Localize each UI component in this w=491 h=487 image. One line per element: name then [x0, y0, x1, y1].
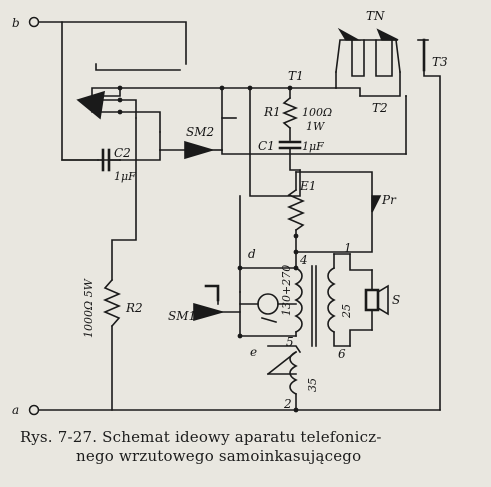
switch-t3: T3	[405, 38, 448, 411]
terminal-a-wiring: a	[12, 403, 441, 417]
sm2-label: SM2	[186, 125, 214, 139]
caption-line-1: Rys. 7-27. Schemat ideowy aparatu telefo…	[20, 428, 382, 446]
sm1-label: SM1	[168, 309, 196, 323]
resistor-r1: R1 100Ω 1W	[263, 87, 332, 141]
capacitor-c2: C2 1μF	[61, 146, 136, 183]
node-2-label: 2	[283, 397, 292, 411]
c1-value: 1μF	[302, 140, 324, 153]
hook-switch	[76, 85, 223, 133]
node-1-label: 1	[344, 241, 352, 255]
r1-power: 1W	[306, 120, 326, 133]
terminal-a-label: a	[12, 403, 19, 417]
capacitor-c1: C1 1μF	[258, 139, 324, 171]
switch-sm1: SM1	[168, 284, 241, 337]
terminal-b: b	[12, 16, 40, 30]
pr-label: Pr	[381, 193, 397, 207]
r2-value: 1000Ω 5W	[82, 277, 95, 338]
node-d-label: d	[248, 247, 256, 261]
e1-pr-block: E1 Pr	[239, 171, 397, 293]
coil-secondary-value: 25	[340, 304, 353, 319]
lower-coil: 35 2	[266, 345, 319, 413]
t2-label: T2	[372, 101, 388, 115]
terminal-b-label: b	[12, 16, 20, 30]
switch-sm2: SM2	[159, 87, 407, 160]
r2-label: R2	[125, 301, 143, 315]
t1-branch: T1	[219, 69, 337, 197]
s-label: S	[392, 293, 400, 307]
t3-label: T3	[432, 55, 448, 69]
r1-value: 100Ω	[302, 106, 332, 119]
t1-label: T1	[288, 69, 304, 83]
receiver	[239, 293, 297, 323]
dial-tn: TN T2	[335, 9, 401, 115]
tn-label: TN	[366, 9, 385, 23]
caption-line-2: nego wrzutowego samoinkasującego	[76, 447, 362, 465]
node-5-label: 5	[286, 335, 294, 349]
coil-lower-value: 35	[306, 378, 319, 392]
figure-caption: Rys. 7-27. Schemat ideowy aparatu telefo…	[20, 428, 480, 466]
c2-label: C2	[114, 146, 131, 160]
speaker-s: S	[364, 269, 400, 331]
hook-switch-wiring	[37, 21, 187, 161]
c2-value: 1μF	[114, 170, 136, 183]
r1-label: R1	[263, 105, 281, 119]
e1-label: E1	[299, 179, 316, 193]
induction-coil: 1 6 130+270 25 4 5 d e	[237, 241, 373, 361]
node-6-label: 6	[338, 347, 346, 361]
node-4-label: 4	[299, 253, 308, 267]
resistor-r2: R2 1000Ω 5W	[82, 117, 143, 411]
c1-label: C1	[258, 139, 275, 153]
coil-main-value: 130+270	[280, 265, 293, 316]
node-e-label: e	[250, 345, 257, 359]
